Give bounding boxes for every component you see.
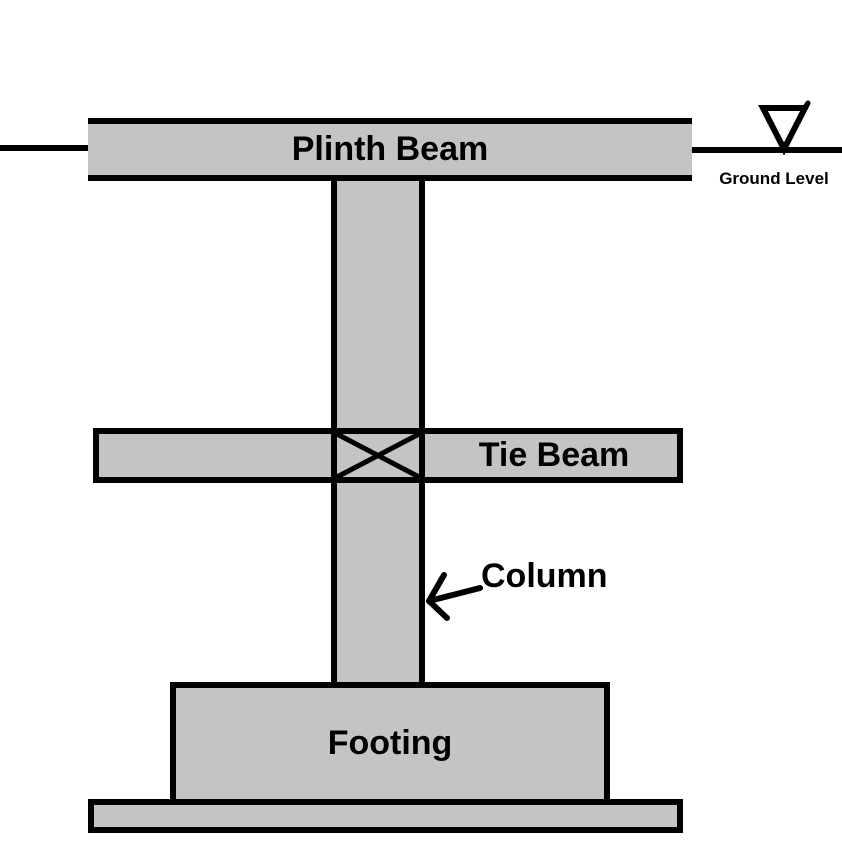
ground-line-right bbox=[692, 147, 842, 153]
plinth-beam-shape: Plinth Beam bbox=[88, 118, 692, 181]
base-slab-shape bbox=[88, 799, 683, 833]
plinth-beam-label: Plinth Beam bbox=[291, 130, 489, 168]
tie-beam-label-wrap: Tie Beam bbox=[425, 431, 683, 480]
column-arrow-icon bbox=[426, 572, 483, 621]
footing-label: Footing bbox=[327, 724, 453, 762]
ground-line-left bbox=[0, 145, 92, 151]
ground-level-label: Ground Level bbox=[719, 169, 829, 188]
column-label: Column bbox=[481, 557, 608, 595]
ground-level-symbol-icon bbox=[758, 100, 811, 156]
footing-shape: Footing bbox=[170, 682, 610, 805]
tie-beam-label: Tie Beam bbox=[478, 436, 630, 474]
column-shape bbox=[331, 170, 425, 688]
